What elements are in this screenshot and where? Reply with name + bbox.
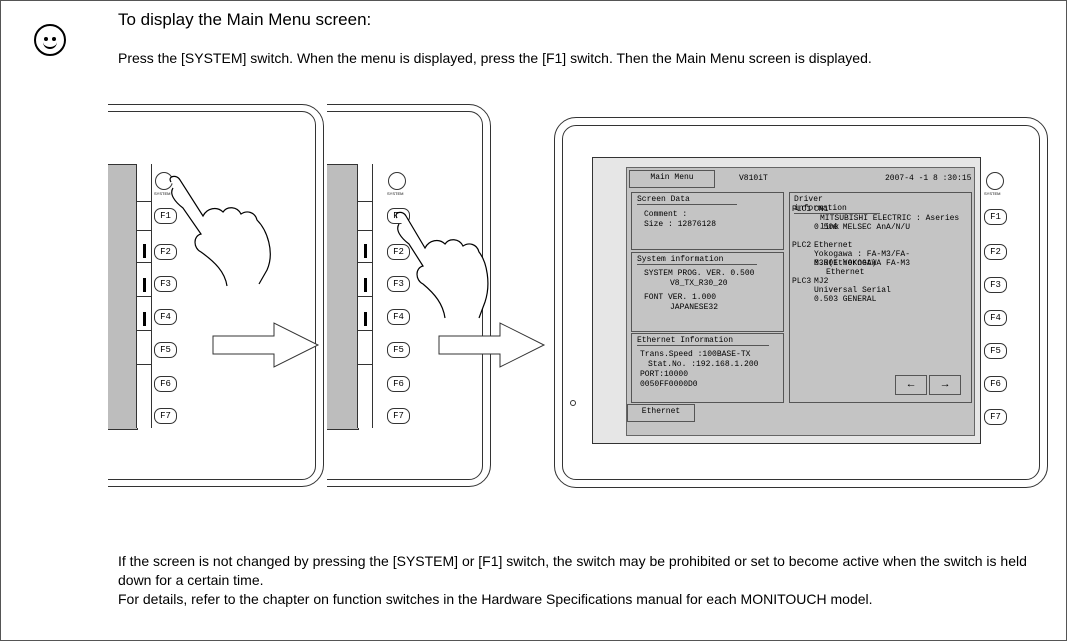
- plc3-label: PLC3: [792, 277, 812, 286]
- f4-key[interactable]: F4: [154, 309, 177, 325]
- plc2-label: PLC2: [792, 241, 812, 250]
- pointing-hand-icon: [395, 211, 489, 319]
- font-version: FONT VER. 1.000: [644, 293, 717, 302]
- f2-key[interactable]: F2: [154, 244, 177, 260]
- f6-key[interactable]: F6: [387, 376, 410, 392]
- ethernet-info-box: Ethernet Information Trans.Speed :100BAS…: [631, 333, 784, 403]
- device-illustration-f1: SYSTEM F1 F2 F3 F4 F5 F6 F7: [327, 104, 491, 487]
- main-menu-screen: Main Menu V810iT 2007-4 -1 8 :30:15 Scre…: [626, 167, 975, 436]
- plc2-subtype: Ethernet: [826, 268, 865, 277]
- device-illustration-system: SYSTEM F1 F2 F3 F4 F5 F6 F7: [108, 104, 324, 487]
- screen-size: Size : 12876128: [644, 220, 717, 229]
- menu-strip-cell: [137, 262, 151, 297]
- f5-key[interactable]: F5: [387, 342, 410, 358]
- system-button[interactable]: [388, 172, 406, 190]
- device-lcd: [327, 164, 359, 430]
- note-paragraph-1: If the screen is not changed by pressing…: [118, 553, 1027, 588]
- driver-info-box: Driver information PLC1 CN1 MITSUBISHI E…: [789, 192, 972, 403]
- system-label: SYSTEM: [154, 191, 171, 196]
- menu-strip-cell: [358, 230, 372, 263]
- menu-strip: [136, 164, 152, 428]
- smiley-face-icon: [34, 24, 66, 56]
- pointing-hand-icon: [169, 175, 271, 287]
- f7-key[interactable]: F7: [154, 408, 177, 424]
- ethernet-mac: 0050FF0000D0: [640, 380, 698, 389]
- smiley-mouth: [43, 38, 57, 49]
- right-arrow-icon: [438, 322, 546, 368]
- ethernet-speed: Trans.Speed :100BASE-TX: [640, 350, 751, 359]
- datetime: 2007-4 -1 8 :30:15: [885, 174, 972, 183]
- right-arrow-icon: [212, 322, 320, 368]
- system-prog-build: V8_TX_R30_20: [670, 279, 728, 288]
- system-button[interactable]: [986, 172, 1004, 190]
- device-illustration-main-menu: Main Menu V810iT 2007-4 -1 8 :30:15 Scre…: [554, 117, 1048, 488]
- system-prog-version: SYSTEM PROG. VER. 0.500: [644, 269, 755, 278]
- main-menu-button[interactable]: Main Menu: [629, 170, 715, 188]
- instruction-text: Press the [SYSTEM] switch. When the menu…: [118, 50, 872, 66]
- f3-key[interactable]: F3: [387, 276, 410, 292]
- ethernet-info-title: Ethernet Information: [637, 336, 769, 346]
- device-bezel-inner: [108, 111, 316, 480]
- f7-key[interactable]: F7: [387, 408, 410, 424]
- screen-comment: Comment :: [644, 210, 688, 219]
- menu-strip-cell: [137, 164, 151, 202]
- f3-key[interactable]: F3: [154, 276, 177, 292]
- note-paragraph-2: For details, refer to the chapter on fun…: [118, 591, 873, 607]
- f3-key[interactable]: F3: [984, 277, 1007, 293]
- previous-page-button[interactable]: ←: [895, 375, 927, 395]
- menu-strip-cell: [358, 330, 372, 365]
- plc2-version: 0.501 YOKOGAWA FA-M3: [814, 259, 911, 268]
- screen-data-box: Screen Data Comment : Size : 12876128: [631, 192, 784, 250]
- menu-strip-cell: [137, 330, 151, 365]
- menu-strip-cell: [358, 201, 372, 231]
- plc1-maker: MITSUBISHI ELECTRIC : Aseries link: [820, 214, 960, 232]
- f5-key[interactable]: F5: [154, 342, 177, 358]
- section-heading: To display the Main Menu screen:: [118, 10, 372, 29]
- plc2-port: Ethernet: [814, 241, 853, 250]
- f1-key[interactable]: F1: [984, 209, 1007, 225]
- f6-key[interactable]: F6: [154, 376, 177, 392]
- system-label: SYSTEM: [984, 191, 1001, 196]
- f7-key[interactable]: F7: [984, 409, 1007, 425]
- f2-key[interactable]: F2: [387, 244, 410, 260]
- ethernet-button[interactable]: Ethernet: [627, 404, 695, 422]
- menu-strip-cell: [137, 296, 151, 331]
- ethernet-port: PORT:10000: [640, 370, 689, 379]
- font-name: JAPANESE32: [670, 303, 719, 312]
- device-bezel-inner: [562, 125, 1040, 480]
- f4-key[interactable]: F4: [984, 310, 1007, 326]
- menu-strip: [357, 164, 373, 428]
- driver-info-title: Driver information: [794, 195, 880, 214]
- plc3-port: MJ2: [814, 277, 829, 286]
- plc1-port: CN1: [814, 205, 829, 214]
- next-page-button[interactable]: →: [929, 375, 961, 395]
- f4-key[interactable]: F4: [387, 309, 410, 325]
- plc1-label: PLC1: [792, 205, 812, 214]
- system-label: SYSTEM: [387, 191, 404, 196]
- plc2-maker: Yokogawa : FA-M3/FA-M3R(Ethernet): [814, 250, 911, 268]
- power-lamp: [570, 400, 576, 406]
- f5-key[interactable]: F5: [984, 343, 1007, 359]
- f2-key[interactable]: F2: [984, 244, 1007, 260]
- f1-key[interactable]: F1: [154, 208, 177, 224]
- menu-strip-cell: [358, 164, 372, 202]
- menu-strip-cell: [358, 262, 372, 297]
- ethernet-station: Stat.No. :192.168.1.200: [648, 360, 759, 369]
- menu-strip-cell: [358, 296, 372, 331]
- screen-data-title: Screen Data: [637, 195, 737, 205]
- plc3-version: 0.503 GENERAL: [814, 295, 877, 304]
- menu-strip-cell: [137, 201, 151, 231]
- plc1-version: 0.506 MELSEC AnA/N/U: [814, 223, 911, 232]
- system-info-title: System information: [637, 255, 757, 265]
- device-lcd: [108, 164, 138, 430]
- menu-strip-cell: [137, 230, 151, 263]
- system-info-box: System information SYSTEM PROG. VER. 0.5…: [631, 252, 784, 332]
- plc3-maker: Universal Serial: [814, 286, 891, 295]
- model-name: V810iT: [739, 174, 768, 183]
- f6-key[interactable]: F6: [984, 376, 1007, 392]
